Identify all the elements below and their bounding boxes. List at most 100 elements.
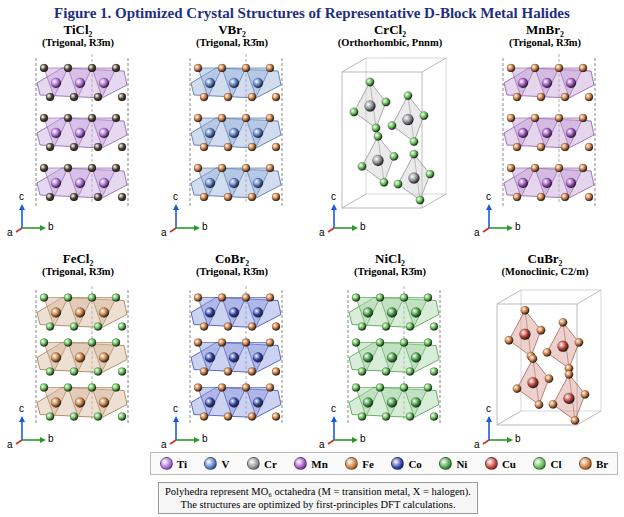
octahedron-face (559, 118, 583, 147)
octahedron-face (535, 118, 559, 147)
halide-atom (218, 294, 226, 302)
octahedron-face (380, 343, 404, 372)
halide-atom (218, 339, 226, 347)
axis-head (507, 225, 513, 231)
halide-atom (430, 413, 438, 421)
axis-label: c (486, 191, 491, 202)
octahedron-face (44, 168, 68, 197)
octahedron-face (511, 168, 535, 197)
axis-head (194, 437, 200, 443)
halide-atom (400, 294, 408, 302)
octahedron (547, 322, 579, 368)
legend-text: Cu (502, 458, 516, 470)
halide-atom (242, 114, 250, 122)
legend-box: TiVCrMnFeCoNiCuClBr (150, 452, 618, 475)
octahedron-face (246, 388, 270, 417)
halide-atom (535, 400, 543, 408)
halide-atom (248, 143, 256, 151)
halide-atom (118, 413, 126, 421)
halide-atom (200, 93, 208, 101)
metal-atom (99, 353, 109, 363)
legend-item: Cr (247, 457, 277, 470)
halide-atom (559, 318, 567, 326)
halide-atom (70, 93, 78, 101)
octahedron-face (44, 68, 68, 97)
axis-b (22, 439, 42, 441)
axis-a (16, 440, 22, 444)
axis-head (40, 225, 46, 231)
unit-cell (497, 411, 521, 425)
axis-head (40, 437, 46, 443)
halide-atom (46, 143, 54, 151)
axis-label: b (360, 433, 366, 444)
axis-b (176, 227, 196, 229)
metal-atom (387, 308, 397, 318)
metal-atom (51, 128, 61, 138)
halide-atom (224, 193, 232, 201)
axis-b (176, 439, 196, 441)
octahedron-face (559, 168, 583, 197)
halide-atom (64, 64, 72, 72)
halide-atom (242, 164, 250, 172)
halide-atom (571, 416, 579, 424)
octahedron-face (511, 68, 535, 97)
halide-atom (380, 178, 388, 186)
axis-a (170, 440, 176, 444)
legend-item: Co (391, 457, 421, 470)
halide-atom (248, 323, 256, 331)
halide-atom (200, 413, 208, 421)
halide-atom (555, 114, 563, 122)
octahedron-face (246, 68, 270, 97)
metal-atom (205, 398, 215, 408)
halide-atom (424, 339, 432, 347)
halide-atom (358, 323, 366, 331)
axis-b (334, 227, 354, 229)
halide-atom (272, 413, 280, 421)
halide-atom (372, 124, 380, 132)
octahedron-face (222, 68, 246, 97)
axis-label: c (331, 191, 336, 202)
octahedron (392, 96, 424, 142)
axis-a (328, 440, 334, 444)
space-group: (Trigonal, R3̄m) (509, 37, 581, 48)
metal-atom (403, 114, 414, 125)
octahedron-face (380, 388, 404, 417)
halide-atom (507, 64, 515, 72)
compound-name: CrCl₂ (374, 22, 406, 38)
axis-a (483, 228, 489, 232)
metal-atom (205, 78, 215, 88)
cell-edge (282, 290, 283, 425)
halide-atom (272, 368, 280, 376)
axis-a (16, 228, 22, 232)
halide-atom (424, 294, 432, 302)
metal-atom (520, 329, 531, 340)
metal-atom (75, 78, 85, 88)
octahedron (509, 310, 541, 356)
halide-atom (70, 413, 78, 421)
metal-atom (99, 398, 109, 408)
legend-swatch (485, 457, 498, 470)
halide-atom (118, 193, 126, 201)
axis-label: a (7, 227, 13, 238)
octahedron-face (68, 343, 92, 372)
halide-atom (64, 294, 72, 302)
halide-atom (112, 114, 120, 122)
halide-atom (406, 368, 414, 376)
halide-atom (94, 93, 102, 101)
halide-atom (424, 384, 432, 392)
halide-atom (88, 64, 96, 72)
halide-atom (194, 294, 202, 302)
halide-atom (376, 339, 384, 347)
compound-name: VBr₂ (218, 22, 246, 38)
octahedron-face (198, 343, 222, 372)
halide-atom (112, 294, 120, 302)
figure-caption: Polyhedra represent MO₆ octahedra (M = t… (158, 482, 478, 514)
halide-atom (581, 390, 589, 398)
halide-atom (248, 93, 256, 101)
axis-head (486, 416, 492, 422)
legend-text: V (221, 458, 229, 470)
legend-swatch (533, 457, 546, 470)
metal-atom (205, 308, 215, 318)
halide-atom (242, 339, 250, 347)
halide-atom (272, 323, 280, 331)
